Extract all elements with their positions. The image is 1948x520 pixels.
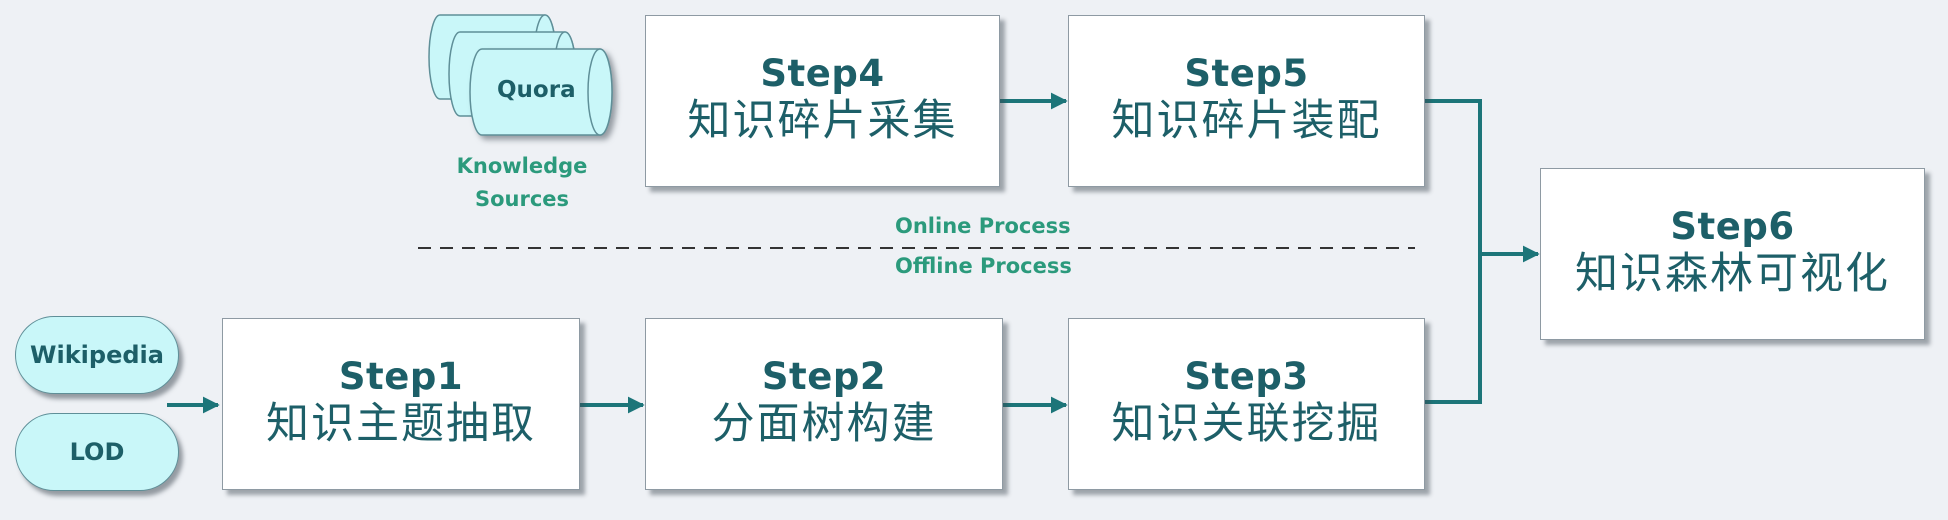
step5-desc: 知识碎片装配 xyxy=(1111,96,1382,147)
step5-title: Step5 xyxy=(1184,51,1309,95)
step3-desc: 知识关联挖掘 xyxy=(1111,399,1382,450)
step3-box: Step3 知识关联挖掘 xyxy=(1068,318,1425,490)
step1-box: Step1 知识主题抽取 xyxy=(222,318,580,490)
online-process-label: Online Process xyxy=(895,214,1071,238)
step4-box: Step4 知识碎片采集 xyxy=(645,15,1000,187)
quora-label: Quora xyxy=(497,77,576,103)
knowledge-sources-line2: Sources xyxy=(474,187,570,211)
step5-box: Step5 知识碎片装配 xyxy=(1068,15,1425,187)
knowledge-sources-label: Knowledge Sources xyxy=(452,150,592,216)
wikipedia-source: Wikipedia xyxy=(15,316,179,394)
step4-desc: 知识碎片采集 xyxy=(687,96,958,147)
step2-box: Step2 分面树构建 xyxy=(645,318,1003,490)
connector-step5-to-merge xyxy=(1425,99,1482,254)
lod-source: LOD xyxy=(15,413,179,491)
step2-desc: 分面树构建 xyxy=(711,399,937,450)
knowledge-sources-line1: Knowledge xyxy=(456,154,588,178)
step1-title: Step1 xyxy=(338,354,464,398)
offline-process-label: Offline Process xyxy=(895,254,1072,278)
connector-step3-to-merge xyxy=(1425,254,1482,404)
step3-title: Step3 xyxy=(1184,354,1309,398)
step6-box: Step6 知识森林可视化 xyxy=(1540,168,1925,340)
step6-title: Step6 xyxy=(1670,204,1795,248)
step4-title: Step4 xyxy=(760,51,885,95)
step1-desc: 知识主题抽取 xyxy=(266,399,536,450)
step2-title: Step2 xyxy=(761,354,887,398)
quora-cylinder-front xyxy=(469,48,613,136)
step6-desc: 知识森林可视化 xyxy=(1575,249,1890,300)
